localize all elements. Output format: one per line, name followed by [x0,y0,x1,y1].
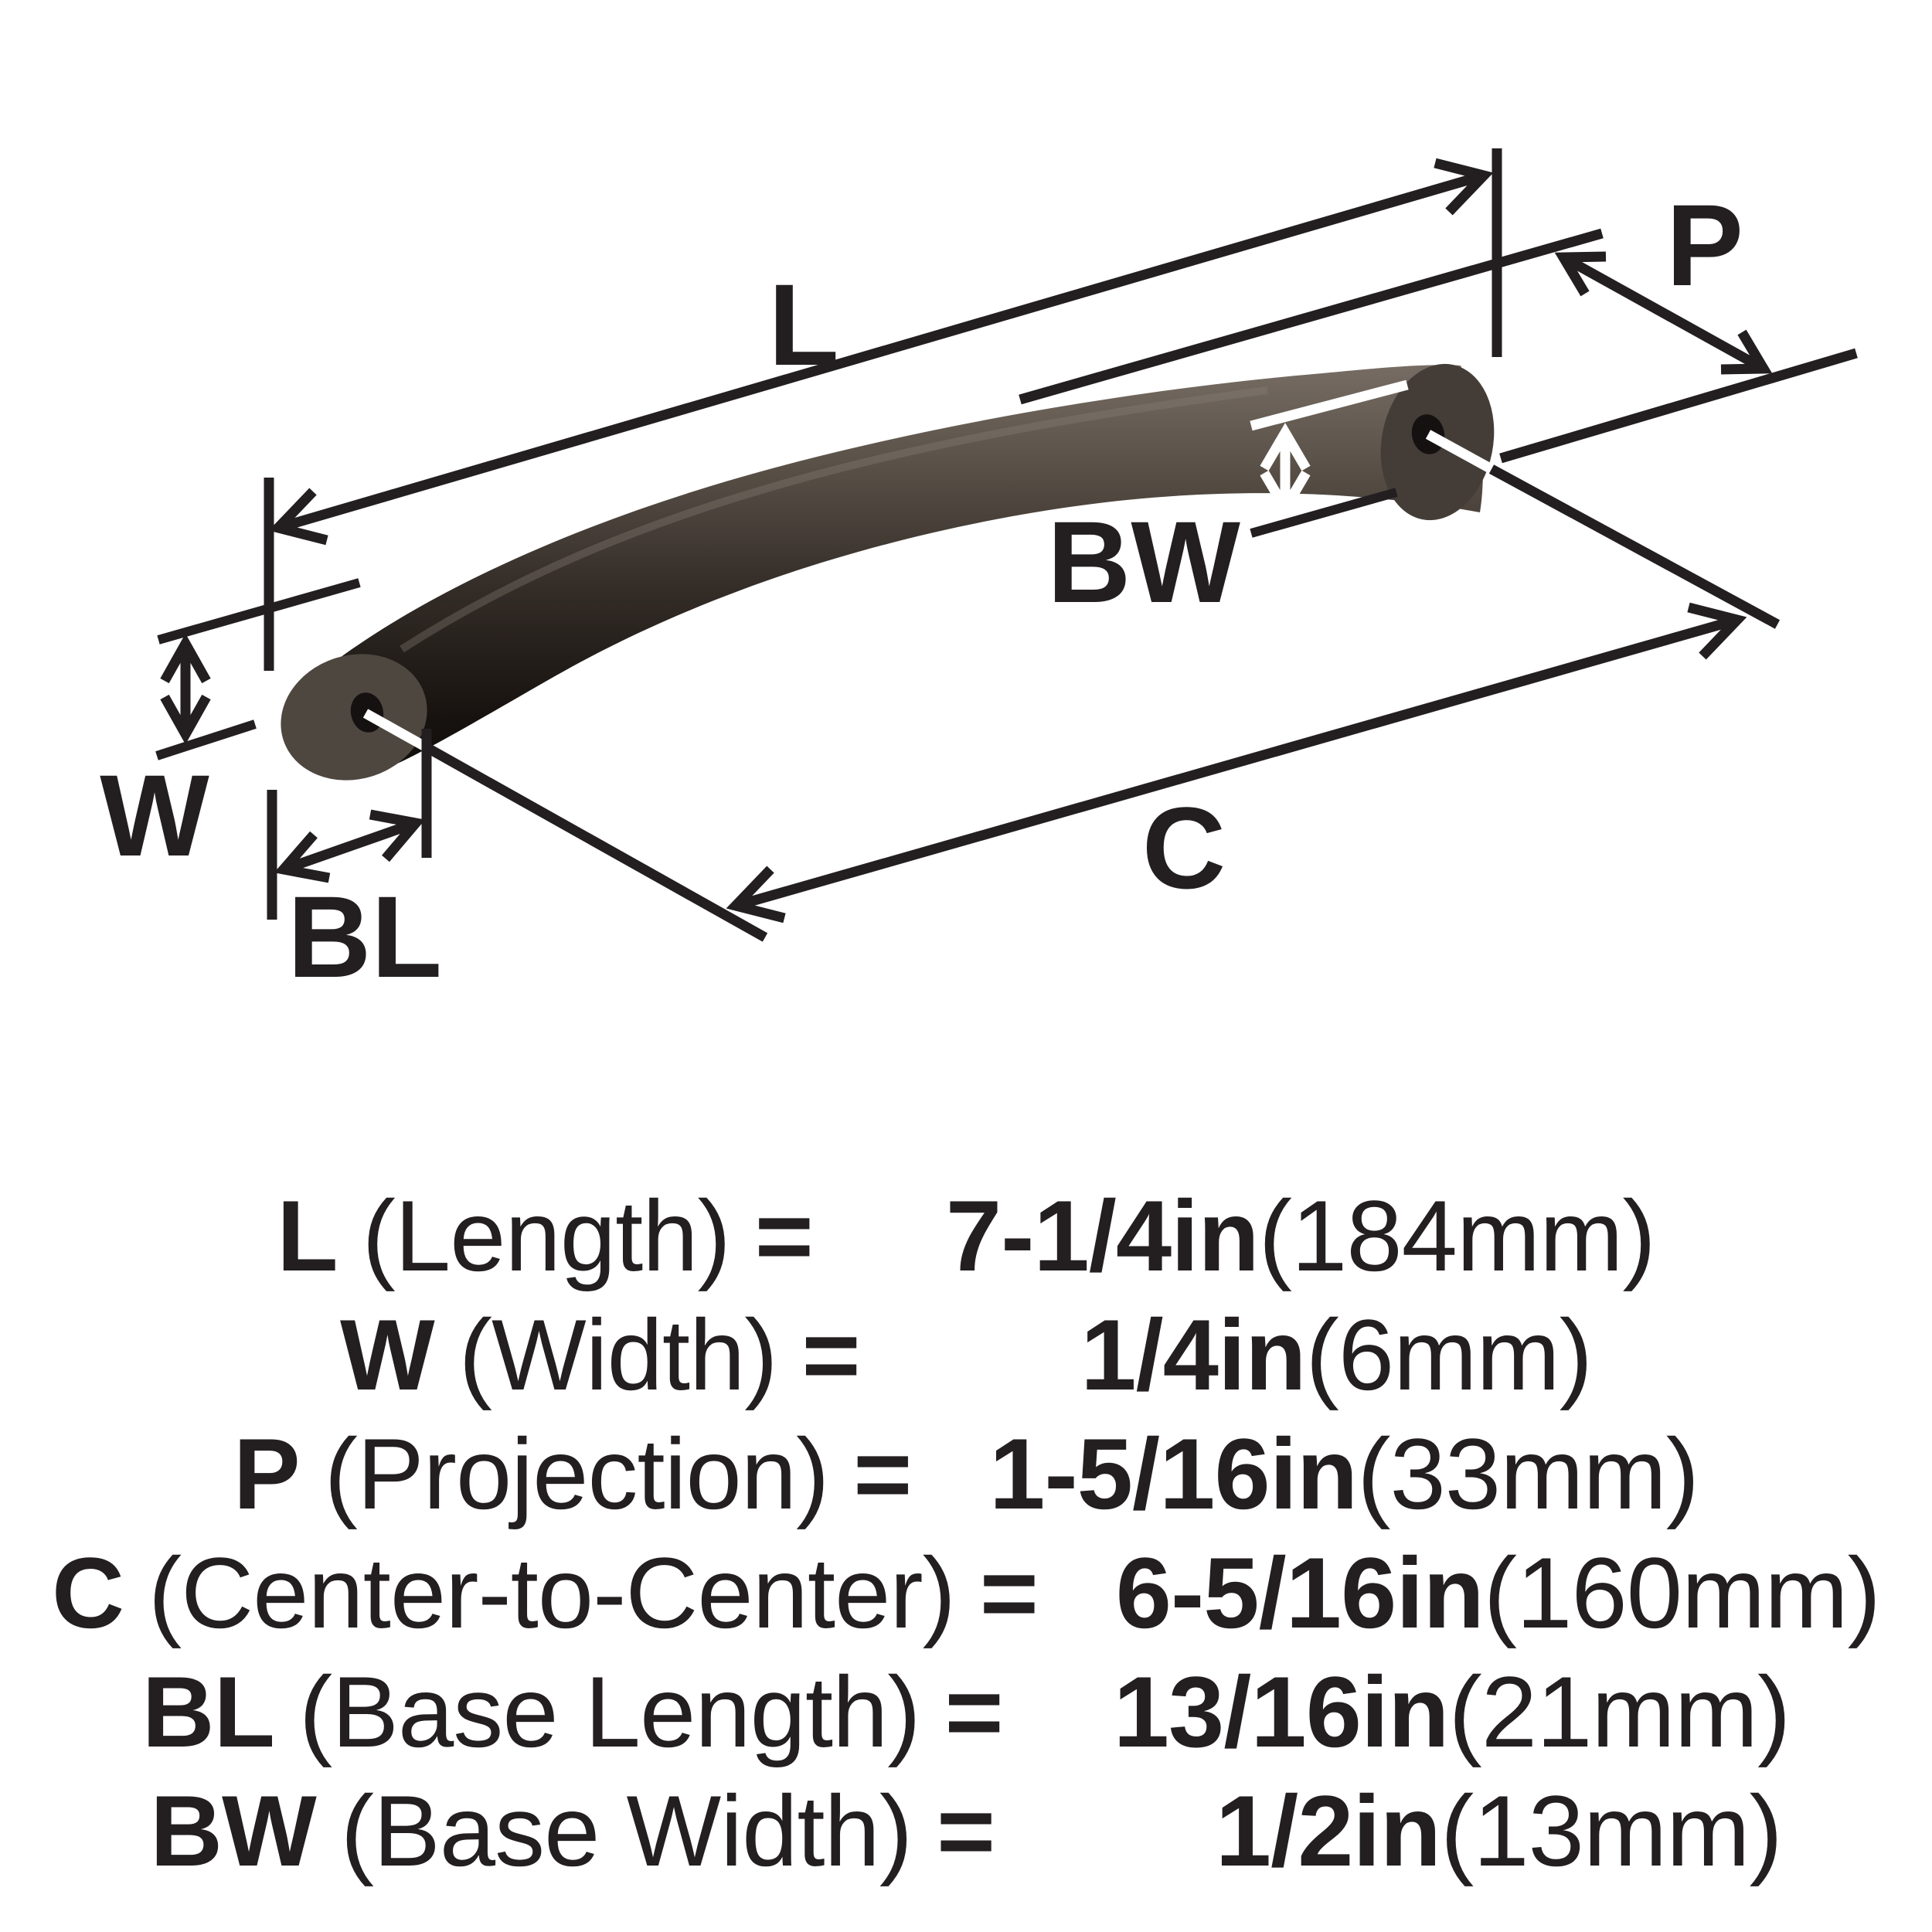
center-extension-left-white [362,709,428,751]
spec-desc: (Width) [458,1298,778,1411]
spec-value: 1/2in [1215,1774,1441,1887]
spec-label: BW [150,1774,317,1887]
spec-equals: = [754,1179,814,1292]
width-arrowhead-top [160,633,211,684]
center-arrow-shaft [734,614,1739,911]
spec-desc: (Projection) [324,1417,830,1530]
spec-label: L [277,1179,338,1292]
dim-length: L [264,148,1502,671]
spec-equals: = [944,1655,1004,1768]
spec-value: 6-5/16in [1115,1536,1485,1649]
spec-metric: (184mm) [1258,1179,1656,1292]
base-width-arrowhead-bottom [1260,470,1311,519]
spec-metric: (21mm) [1448,1655,1791,1768]
label-base-length: BL [287,872,442,1002]
spec-desc: (Center-to-Center) [148,1536,956,1649]
base-length-arrowhead-right [369,809,426,862]
spec-label: C [52,1536,124,1649]
spec-equals: = [853,1417,912,1530]
handle-highlight [400,386,1268,653]
center-extension-left [422,742,768,942]
base-width-tick-upper-white [1250,379,1409,431]
spec-equals: = [801,1298,861,1411]
projection-arrowhead-top [1554,251,1607,297]
spec-row-length: L (Length) = 7-1/4in (184mm) [0,1176,1932,1295]
handle-illustration [281,363,1495,781]
width-arrowhead-bottom [160,694,211,745]
spec-value: 1-5/16in [989,1417,1358,1530]
width-tick-lower [155,719,257,760]
label-base-width: BW [1047,497,1240,627]
center-arrowhead-right [1687,602,1747,660]
spec-value: 1/4in [1080,1298,1306,1411]
projection-baseline-lower [1499,348,1858,464]
base-length-arrow-shaft [281,818,418,875]
base-length-arrowhead-left [274,831,331,883]
projection-arrowhead-bottom [1720,329,1773,375]
spec-label: P [233,1417,301,1530]
spec-value: 13/16in [1113,1655,1450,1768]
base-width-tick-lower [1250,488,1398,538]
label-projection: P [1666,180,1743,310]
center-extension-right [1488,464,1781,629]
spec-label: BL [141,1655,275,1768]
center-arrowhead-left [726,866,786,923]
spec-equals: = [937,1774,995,1887]
spec-desc: (Base Length) [298,1655,921,1768]
spec-metric: (13mm) [1440,1774,1783,1887]
spec-desc: (Base Width) [340,1774,913,1887]
spec-desc: (Length) [362,1179,731,1292]
spec-row-width: W (Width) = 1/4in (6mm) [0,1295,1932,1414]
width-tick-upper [157,578,361,645]
dim-center-to-center: C [362,430,1781,942]
dim-base-length: BL [267,729,442,1002]
projection-arrow-shaft [1560,253,1767,373]
spec-row-projection: P (Projection) = 1-5/16in (33mm) [0,1414,1932,1533]
center-extension-right-white [1425,430,1495,474]
spec-table: L (Length) = 7-1/4in (184mm) W (Width) =… [0,1176,1932,1890]
projection-baseline-upper [1019,228,1604,405]
spec-row-center-to-center: C (Center-to-Center) = 6-5/16in (160mm) [0,1533,1932,1652]
dim-base-width: BW [1047,379,1409,627]
spec-row-base-width: BW (Base Width) = 1/2in (13mm) [0,1771,1932,1890]
label-length: L [768,260,839,389]
spec-row-base-length: BL (Base Length) = 13/16in (21mm) [0,1652,1932,1771]
spec-equals: = [979,1536,1039,1649]
spec-metric: (160mm) [1483,1536,1881,1649]
spec-label: W [340,1298,435,1411]
label-width: W [100,750,209,880]
spec-metric: (33mm) [1357,1417,1699,1530]
spec-value: 7-1/4in [945,1179,1260,1292]
length-arrowhead-right [1434,158,1494,216]
handle-body [310,365,1483,775]
length-arrow-shaft [277,170,1485,533]
base-width-arrowhead-top [1260,423,1311,471]
dim-projection: P [1019,180,1858,464]
spec-metric: (6mm) [1305,1298,1593,1411]
dim-width: W [100,578,361,880]
length-arrowhead-left [268,488,328,546]
label-center-to-center: C [1142,783,1226,913]
